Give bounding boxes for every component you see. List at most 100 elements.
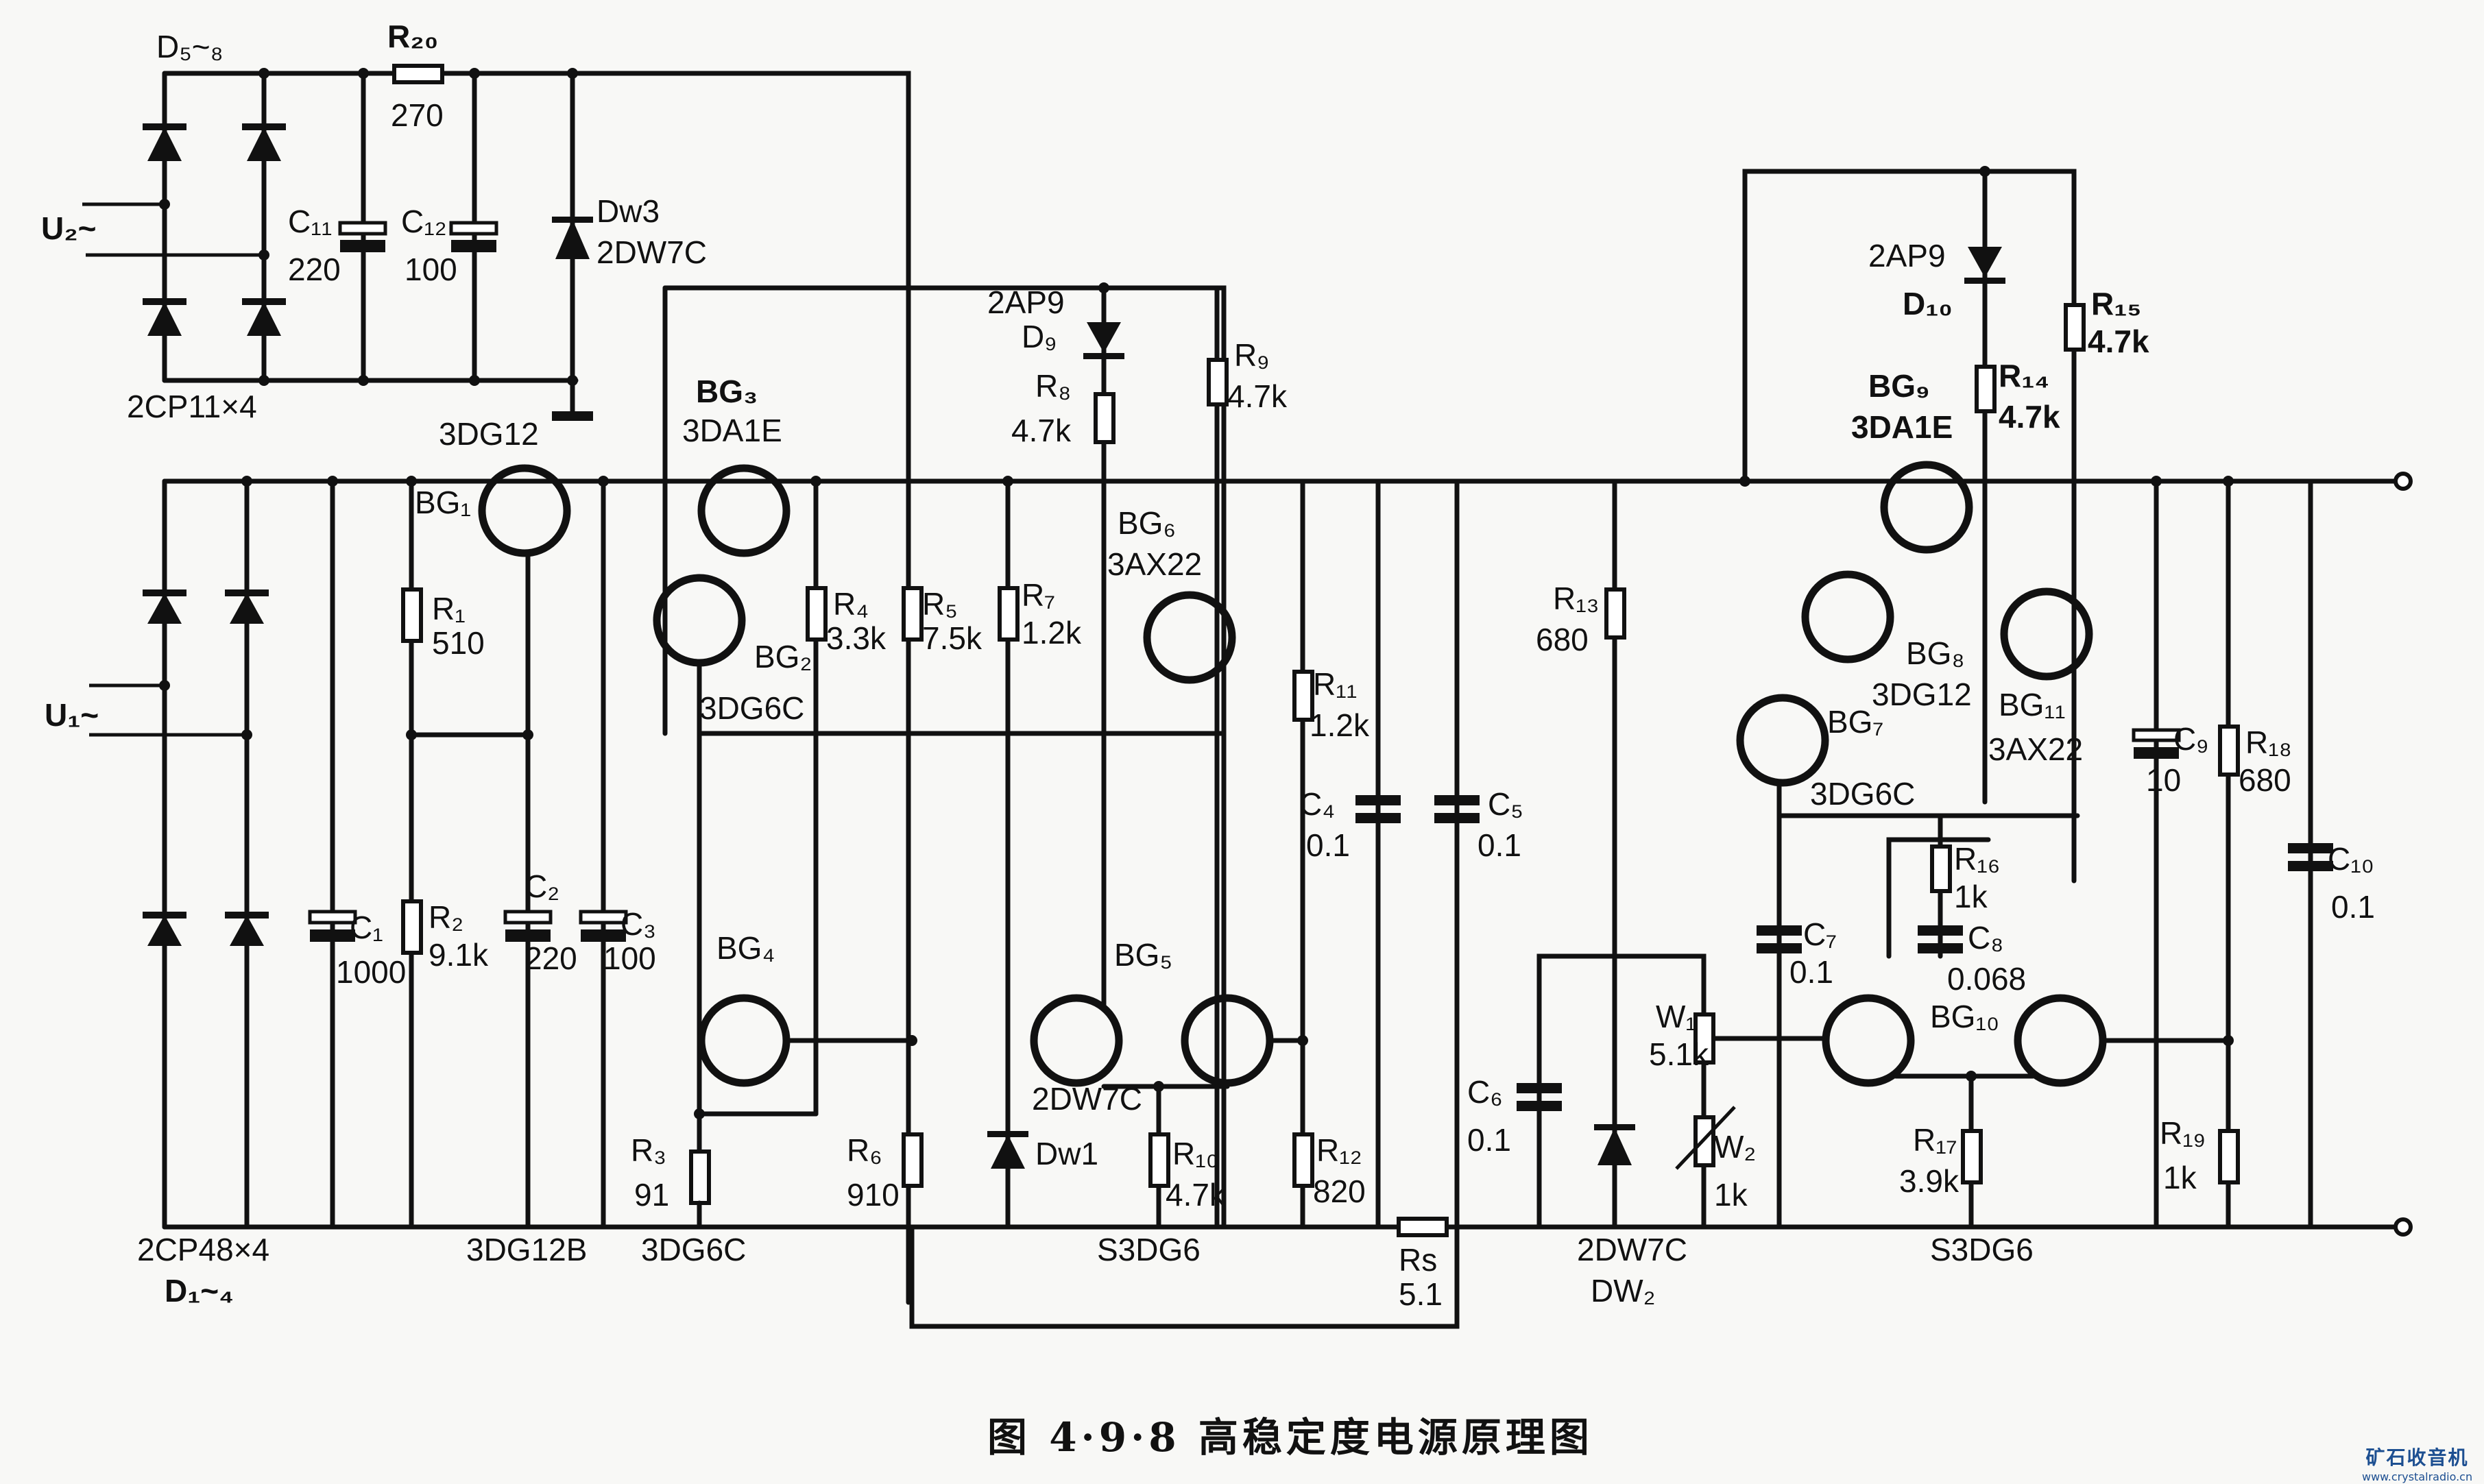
- label-r19-value: 1k: [2163, 1160, 2197, 1195]
- watermark-title: 矿石收音机: [2365, 1446, 2469, 1469]
- label-dw1-part: 2DW7C: [1032, 1081, 1143, 1117]
- label-r7-value: 1.2k: [1022, 615, 1081, 650]
- diode-d7-icon: [147, 302, 182, 336]
- transistor-bg1-icon: [478, 464, 571, 557]
- label-r16-value: 1k: [1954, 879, 1988, 914]
- label-c5: C₅: [1488, 786, 1523, 822]
- label-r12-value: 820: [1313, 1173, 1366, 1209]
- label-c3-value: 100: [603, 940, 656, 976]
- label-d1-4: D₁~₄: [165, 1273, 234, 1309]
- label-c9: C₉: [2173, 721, 2209, 757]
- watermark-url: www.crystalradio.cn: [2362, 1470, 2473, 1483]
- label-c9-value: 10: [2146, 762, 2182, 798]
- label-u2: U₂~: [41, 210, 97, 246]
- transistor-bg7-icon: [1736, 694, 1829, 787]
- label-dw2-part: 2DW7C: [1577, 1232, 1688, 1267]
- output-terminal-negative: [2393, 1217, 2413, 1237]
- label-r20-value: 270: [391, 97, 444, 133]
- transistor-bg4-icon: [697, 994, 791, 1087]
- label-r11: R₁₁: [1313, 666, 1358, 702]
- label-c8: C₈: [1968, 920, 2004, 956]
- label-r19: R₁₉: [2160, 1115, 2206, 1151]
- label-bg8-part: 3DG12: [1872, 677, 1972, 712]
- label-r2: R₂: [429, 899, 464, 935]
- zener-dw2-icon: [1597, 1128, 1632, 1165]
- potentiometer-w1: [1693, 1012, 1715, 1065]
- label-r13: R₁₃: [1553, 581, 1600, 616]
- transistor-bg3-icon: [697, 464, 791, 557]
- label-c10-value: 0.1: [2331, 889, 2375, 925]
- label-bg9-part: 3DA1E: [1851, 409, 1953, 445]
- label-bg8: BG₈: [1906, 635, 1965, 671]
- label-r1-value: 510: [432, 625, 485, 661]
- label-bg6-part: 3AX22: [1107, 546, 1203, 582]
- label-w2: W₂: [1714, 1129, 1757, 1165]
- label-bg4: BG₄: [716, 930, 775, 966]
- label-r14: R₁₄: [1999, 358, 2050, 393]
- bridge-rectifier-d5-8: [82, 64, 911, 1305]
- label-bg1: BG₁: [415, 485, 471, 520]
- second-regulator: [1736, 166, 2333, 1230]
- label-bg7-part: 3DG6C: [1810, 776, 1916, 812]
- label-r4-value: 3.3k: [826, 620, 886, 656]
- zener-dw3-icon: [555, 219, 590, 259]
- reference-section: [1517, 478, 1826, 1230]
- label-bg9: BG₉: [1868, 368, 1930, 404]
- label-bg10-part: S3DG6: [1930, 1232, 2034, 1267]
- label-u1: U₁~: [45, 697, 99, 733]
- label-r11-value: 1.2k: [1310, 707, 1369, 743]
- resistor-r20: [392, 64, 444, 84]
- transistor-bg2-icon: [653, 574, 746, 667]
- output-filter: [1355, 478, 1480, 1237]
- label-d9: D₉: [1022, 319, 1057, 354]
- transistor-bg5a-icon: [1030, 994, 1123, 1087]
- label-bridge2-part: 2CP11×4: [127, 389, 257, 424]
- label-d10-part: 2AP9: [1868, 238, 1946, 273]
- label-rs-value: 5.1: [1399, 1276, 1443, 1312]
- label-w1: W₁: [1656, 999, 1696, 1034]
- label-c11-value: 220: [288, 252, 341, 287]
- label-d5-8: D₅~₈: [156, 29, 224, 64]
- label-r15: R₁₅: [2091, 286, 2142, 321]
- label-r9: R₉: [1234, 337, 1270, 373]
- bridge-rectifier-d1-4: [89, 464, 628, 1230]
- label-c6: C₆: [1467, 1074, 1503, 1110]
- label-r1: R₁: [432, 591, 466, 627]
- zener-dw1-icon: [991, 1134, 1025, 1169]
- label-r20: R₂₀: [387, 19, 439, 54]
- label-r15-value: 4.7k: [2088, 324, 2149, 359]
- label-r7: R₇: [1022, 577, 1056, 613]
- label-r6-value: 910: [847, 1177, 900, 1213]
- label-bg2-part: 3DG6C: [699, 690, 805, 726]
- transistor-bg9-icon: [1880, 461, 1973, 554]
- label-r13-value: 680: [1536, 622, 1589, 657]
- diode-d10-icon: [1968, 247, 2002, 278]
- label-c4-value: 0.1: [1306, 827, 1350, 863]
- label-r12: R₁₂: [1316, 1132, 1362, 1168]
- label-c12-value: 100: [405, 252, 457, 287]
- label-c7-value: 0.1: [1789, 954, 1833, 990]
- label-bg11-part: 3AX22: [1988, 731, 2084, 767]
- label-bg1-part-top: 3DG12: [439, 416, 539, 452]
- label-r17: R₁₇: [1913, 1122, 1957, 1158]
- output-terminal-positive: [2393, 472, 2413, 491]
- label-c10: C₁₀: [2328, 841, 2374, 877]
- transistor-bg11-icon: [2000, 587, 2093, 681]
- label-bg7: BG₇: [1827, 704, 1884, 740]
- label-r3: R₃: [631, 1132, 666, 1168]
- label-r10-value: 4.7k: [1166, 1177, 1225, 1213]
- label-dw3-part: 2DW7C: [596, 234, 708, 270]
- label-bg5-part: S3DG6: [1097, 1232, 1201, 1267]
- label-c4: C₄: [1299, 786, 1335, 822]
- label-d10: D₁₀: [1903, 286, 1953, 321]
- label-r18: R₁₈: [2245, 725, 2292, 760]
- label-c5-value: 0.1: [1478, 827, 1521, 863]
- label-dw2: DW₂: [1591, 1273, 1656, 1309]
- label-dw3: Dw3: [596, 193, 660, 229]
- label-bg5: BG₅: [1114, 937, 1172, 973]
- label-r8: R₈: [1035, 368, 1072, 404]
- label-r8-value: 4.7k: [1011, 413, 1071, 448]
- label-rs: Rs: [1399, 1242, 1438, 1278]
- label-r10: R₁₀: [1172, 1136, 1219, 1171]
